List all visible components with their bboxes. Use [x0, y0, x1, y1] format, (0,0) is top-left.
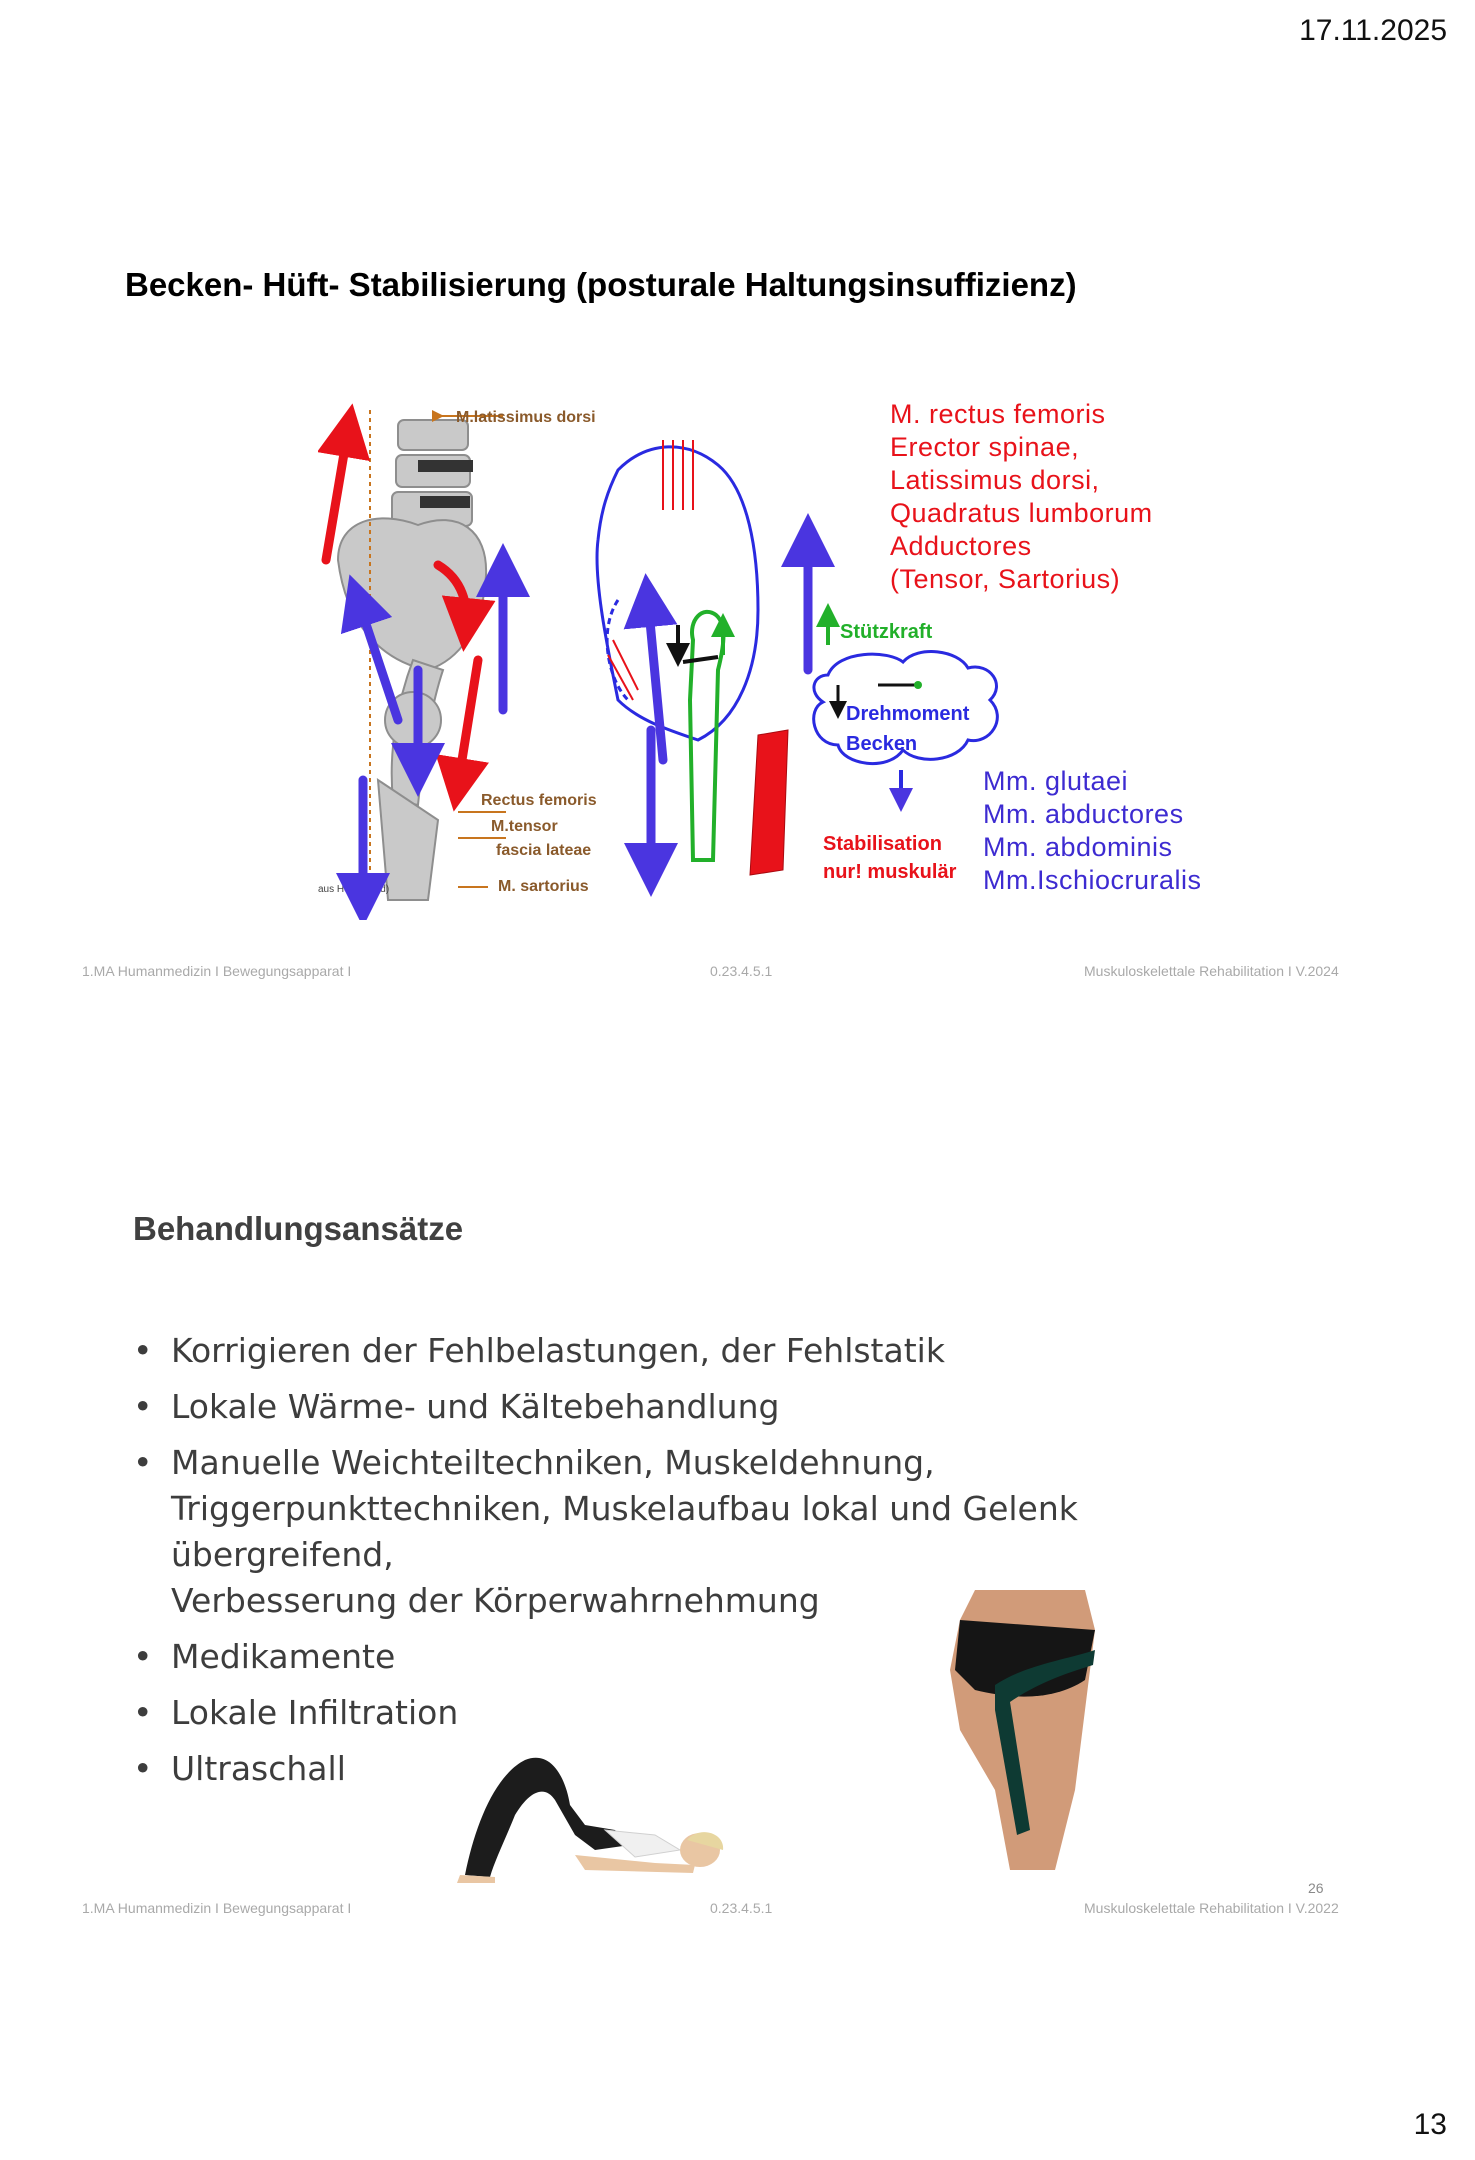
bullet: • [133, 1331, 153, 1370]
label-drehmoment: Drehmoment [846, 703, 970, 725]
thigh-muscle [749, 729, 789, 876]
drehmoment-cloud [812, 650, 999, 766]
center-force-arrows [623, 513, 835, 897]
pelvis-hip-stabilization-figure: M.latissimus dorsi Rectus femoris M.tens… [318, 403, 999, 920]
bullet: • [133, 1637, 153, 1676]
page-number: 13 [1413, 2108, 1447, 2141]
label-fascia: fascia lateae [496, 842, 591, 859]
footer-course: 1.MA Humanmedizin I Bewegungsapparat I [82, 1900, 352, 1916]
bullet: • [133, 1749, 153, 1788]
list-item: Mm. abdominis [983, 832, 1173, 862]
skeleton-dark-detail [418, 460, 473, 508]
stabilizer-muscle-list: Mm. glutaei Mm. abductores Mm. abdominis… [983, 765, 1202, 897]
label-rectus-femoris: Rectus femoris [481, 792, 597, 809]
label-stabilisation: Stabilisation [823, 833, 942, 855]
pelvis-hatching [607, 440, 694, 701]
footer-code: 0.23.4.5.1 [710, 963, 773, 979]
pelvis-sketch [595, 445, 760, 742]
footer-module: Muskuloskelettale Rehabilitation I V.202… [1084, 963, 1339, 979]
treatment-list: •Korrigieren der Fehlbelastungen, der Fe… [133, 1328, 1283, 1802]
list-item: (Tensor, Sartorius) [890, 564, 1121, 594]
list-item: •Korrigieren der Fehlbelastungen, der Fe… [133, 1328, 1283, 1374]
list-item: •Lokale Wärme- und Kältebehandlung [133, 1384, 1283, 1430]
label-stuetzkraft: Stützkraft [840, 621, 933, 643]
slide-title: Behandlungsansätze [133, 1210, 464, 1247]
label-source: aus Hochschild) [318, 884, 389, 895]
label-sartorius: M. sartorius [498, 878, 589, 895]
footer-code: 0.23.4.5.1 [710, 1900, 773, 1916]
list-item: •Lokale Infiltration [133, 1690, 1283, 1736]
agonist-muscle-list: M. rectus femoris Erector spinae, Latiss… [890, 398, 1153, 596]
label-tensor: M.tensor [491, 818, 558, 835]
bullet: • [133, 1693, 153, 1732]
list-item: Erector spinae, [890, 432, 1080, 462]
label-becken: Becken [846, 733, 917, 755]
kinesio-tape-photo [950, 1590, 1095, 1870]
list-item: M. rectus femoris [890, 399, 1106, 429]
list-item: •Manuelle Weichteiltechniken, Muskeldehn… [133, 1440, 1283, 1624]
small-black-arrows [666, 613, 735, 667]
print-date: 17.11.2025 [1299, 14, 1447, 47]
slide-number: 26 [1308, 1880, 1324, 1896]
list-item: Latissimus dorsi, [890, 465, 1100, 495]
list-item: Quadratus lumborum [890, 498, 1153, 528]
bridge-exercise-photo [457, 1757, 724, 1883]
list-item: •Ultraschall [133, 1746, 1283, 1792]
list-item: Mm. abductores [983, 799, 1184, 829]
label-latissimus: M.latissimus dorsi [456, 409, 596, 426]
footer-course: 1.MA Humanmedizin I Bewegungsapparat I [82, 963, 352, 979]
list-item: Mm. glutaei [983, 766, 1129, 796]
list-item: Adductores [890, 531, 1032, 561]
list-item: Mm.Ischiocruralis [983, 865, 1202, 895]
bullet: • [133, 1443, 153, 1482]
list-item: •Medikamente [133, 1634, 1283, 1680]
slide-title: Becken- Hüft- Stabilisierung (posturale … [125, 266, 1077, 303]
footer-module: Muskuloskelettale Rehabilitation I V.202… [1084, 1900, 1339, 1916]
bullet: • [133, 1387, 153, 1426]
left-force-arrows [318, 403, 530, 920]
label-muskulaer: nur! muskulär [823, 861, 957, 883]
label-leaders [369, 410, 506, 888]
